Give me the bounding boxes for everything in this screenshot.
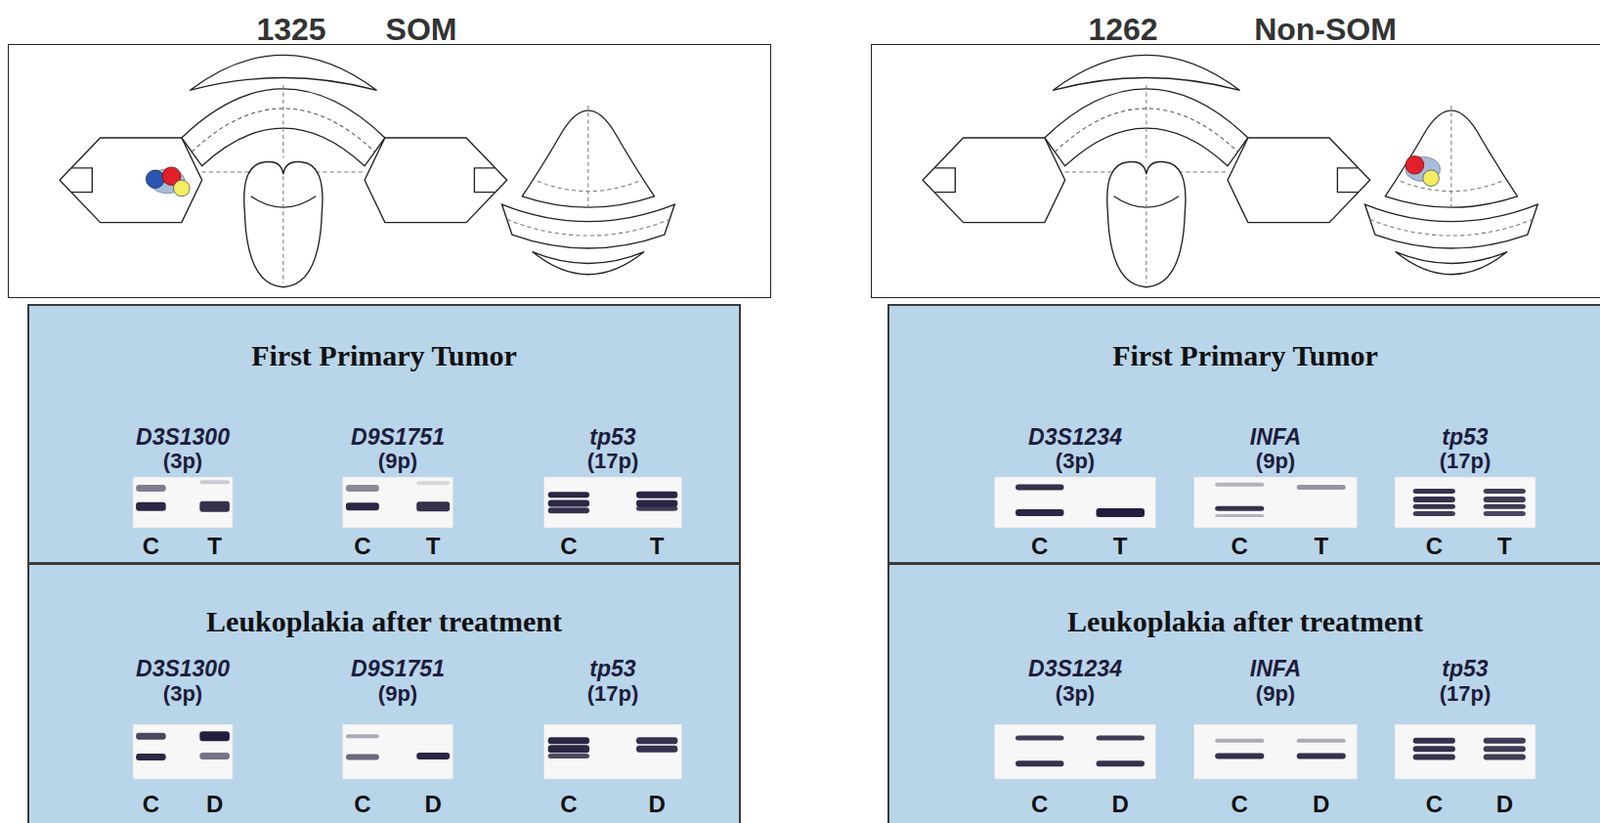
lane-label: C bbox=[1031, 534, 1048, 559]
marker-name: D9S1751 bbox=[350, 656, 445, 681]
chromosome-arm: (3p) bbox=[163, 450, 203, 473]
lane-label: C bbox=[1426, 792, 1443, 817]
marker-name: tp53 bbox=[1441, 425, 1488, 449]
lane-label: C bbox=[142, 534, 160, 559]
marker-name: D9S1751 bbox=[350, 425, 445, 449]
case-heading: 1325 bbox=[256, 11, 326, 48]
case-heading: SOM bbox=[386, 11, 458, 48]
lane-label: D bbox=[424, 792, 441, 817]
marker-name: tp53 bbox=[589, 425, 636, 449]
chromosome-arm: (9p) bbox=[378, 450, 418, 473]
lane-label: D bbox=[1496, 792, 1514, 817]
panel-heading: First Primary Tumor bbox=[29, 339, 739, 373]
lane-label: T bbox=[426, 534, 441, 559]
chromosome-arm: (3p) bbox=[1055, 450, 1095, 473]
marker-name: INFA bbox=[1250, 656, 1301, 681]
lane-label: C bbox=[1031, 792, 1048, 817]
marker-name: D3S1234 bbox=[1028, 656, 1123, 681]
oral-cavity-map-box: 1325SOM bbox=[7, 43, 772, 299]
lane-label: T bbox=[1497, 534, 1513, 559]
chromosome-arm: (3p) bbox=[163, 683, 203, 705]
chromosome-arm: (17p) bbox=[1439, 450, 1492, 473]
oral-cavity-drawing bbox=[871, 44, 1600, 297]
lane-label: T bbox=[1113, 534, 1128, 559]
lane-label: D bbox=[1312, 792, 1330, 817]
lane-label: D bbox=[206, 792, 223, 817]
chromosome-arm: (17p) bbox=[1439, 683, 1492, 705]
lane-label: D bbox=[1112, 792, 1129, 817]
lane-label: T bbox=[207, 534, 222, 559]
lane-label: C bbox=[353, 534, 371, 559]
chromosome-arm: (3p) bbox=[1055, 683, 1095, 705]
panel-heading: First Primary Tumor bbox=[889, 339, 1600, 373]
marker-name: INFA bbox=[1250, 425, 1301, 449]
oral-cavity-map-box: 1262Non-SOM bbox=[870, 43, 1600, 299]
case-heading: Non-SOM bbox=[1254, 11, 1397, 48]
result-panel: Leukoplakia after treatment bbox=[887, 562, 1600, 823]
marker-name: D3S1300 bbox=[135, 656, 230, 681]
marker-name: tp53 bbox=[1441, 656, 1488, 681]
lane-label: C bbox=[1426, 534, 1443, 559]
marker-name: D3S1234 bbox=[1028, 425, 1123, 449]
lane-label: C bbox=[142, 792, 160, 817]
case-heading: 1262 bbox=[1087, 11, 1158, 48]
marker-name: tp53 bbox=[589, 656, 636, 681]
lane-label: C bbox=[560, 792, 577, 817]
lane-label: C bbox=[560, 534, 577, 559]
chromosome-arm: (17p) bbox=[587, 683, 640, 705]
lane-label: T bbox=[649, 534, 665, 559]
chromosome-arm: (9p) bbox=[1255, 450, 1296, 473]
marker-name: D3S1300 bbox=[135, 425, 230, 449]
lane-label: C bbox=[353, 792, 371, 817]
lane-label: C bbox=[1231, 792, 1249, 817]
lane-label: T bbox=[1313, 534, 1329, 559]
oral-cavity-drawing bbox=[8, 44, 770, 297]
panel-heading: Leukoplakia after treatment bbox=[29, 605, 739, 639]
chromosome-arm: (9p) bbox=[378, 683, 418, 705]
lane-label: C bbox=[1231, 534, 1249, 559]
lane-label: D bbox=[648, 792, 665, 817]
result-panel: First Primary Tumor bbox=[887, 303, 1600, 564]
chromosome-arm: (17p) bbox=[587, 450, 640, 473]
panel-heading: Leukoplakia after treatment bbox=[889, 605, 1600, 639]
chromosome-arm: (9p) bbox=[1255, 683, 1296, 705]
